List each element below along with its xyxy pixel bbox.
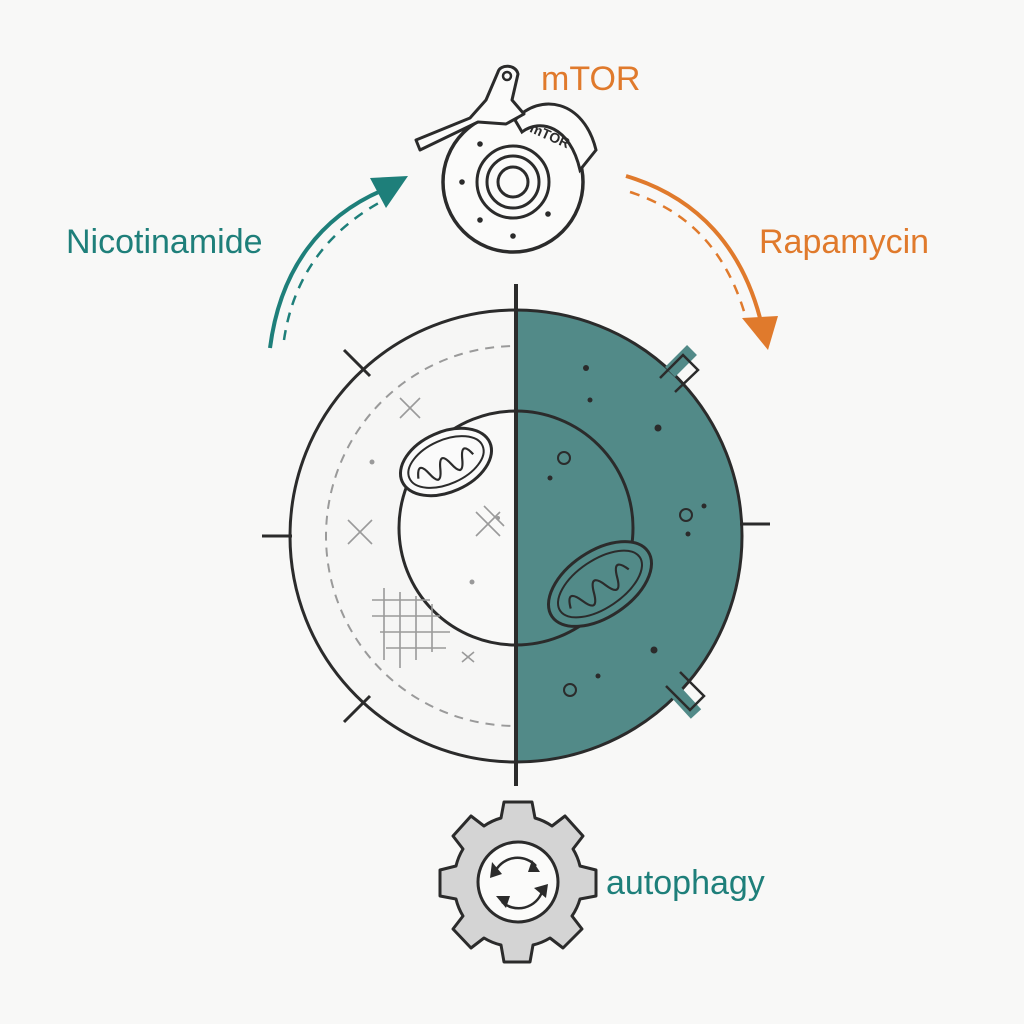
autophagy-label: autophagy bbox=[606, 864, 765, 902]
cell-right-half bbox=[516, 308, 744, 764]
gear-recycle-icon bbox=[438, 800, 598, 964]
cell-right-spikes bbox=[665, 345, 702, 719]
cell-spikes bbox=[262, 348, 770, 724]
nicotinamide-arrow bbox=[268, 176, 408, 349]
mtor-label: mTOR bbox=[541, 60, 641, 98]
cytoskeleton-marks bbox=[347, 397, 505, 668]
nicotinamide-label: Nicotinamide bbox=[66, 223, 263, 261]
mitochondrion-right bbox=[546, 540, 654, 628]
disc-brake-icon: mTOR bbox=[414, 64, 598, 254]
mitochondrion-left bbox=[398, 426, 494, 498]
cell-diagram bbox=[262, 284, 770, 786]
rapamycin-arrow bbox=[625, 174, 778, 350]
rapamycin-label: Rapamycin bbox=[759, 223, 930, 261]
cell-vesicles bbox=[557, 451, 693, 697]
